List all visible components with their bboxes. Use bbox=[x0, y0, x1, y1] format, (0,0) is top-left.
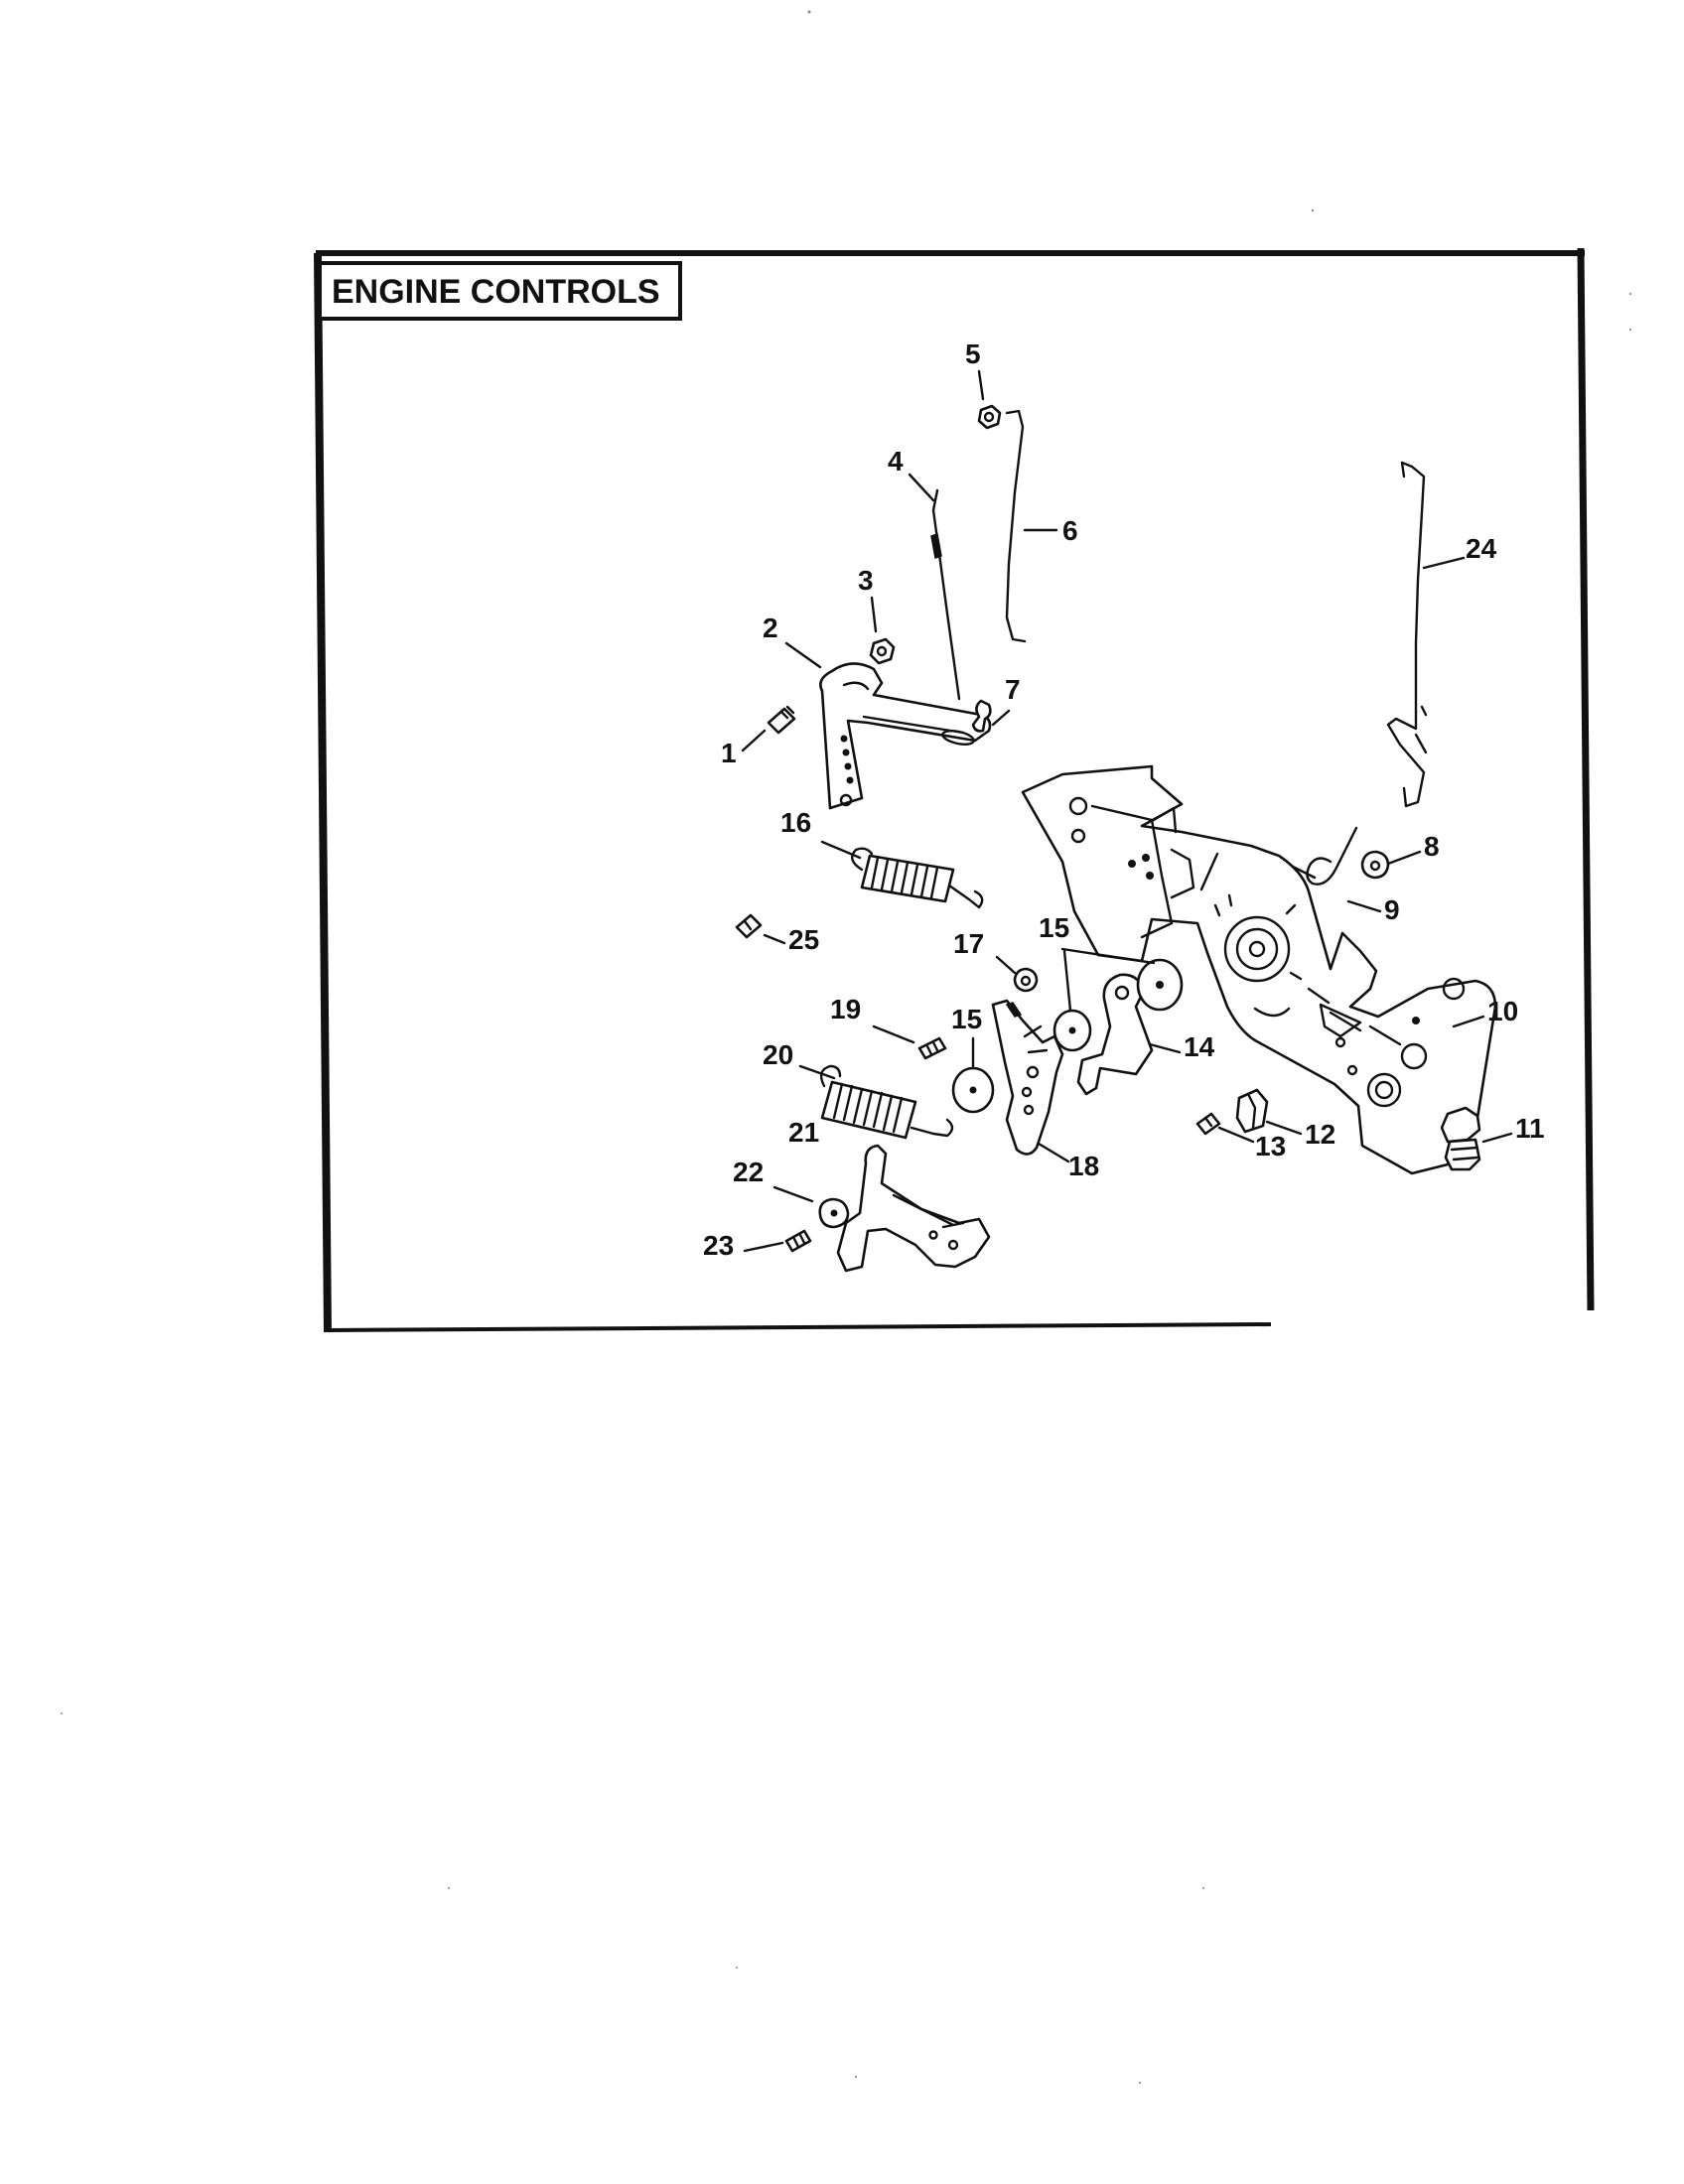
scan-specks bbox=[60, 10, 1632, 2085]
callout-6: 6 bbox=[1062, 515, 1078, 546]
diagram-title: ENGINE CONTROLS bbox=[332, 273, 660, 311]
callout-2: 2 bbox=[763, 613, 778, 643]
part-1-screw bbox=[767, 705, 796, 735]
part-19-screw bbox=[917, 1036, 947, 1060]
part-3-nut bbox=[869, 637, 896, 665]
callout-22: 22 bbox=[733, 1157, 764, 1187]
callout-12: 12 bbox=[1305, 1119, 1335, 1150]
callout-24: 24 bbox=[1466, 533, 1497, 564]
callout-17: 17 bbox=[953, 928, 984, 959]
part-14-lever-plate bbox=[1076, 973, 1154, 1096]
part-12-block bbox=[1235, 1088, 1269, 1134]
part-16-extension-spring bbox=[850, 847, 984, 909]
callout-16: 16 bbox=[780, 807, 811, 838]
callout-25: 25 bbox=[788, 924, 819, 955]
part-25-screw bbox=[735, 913, 763, 939]
part-22-washer bbox=[818, 1197, 850, 1229]
diagram-border bbox=[314, 247, 1595, 1333]
callout-3: 3 bbox=[858, 565, 874, 596]
callout-18: 18 bbox=[1068, 1151, 1099, 1181]
callout-5: 5 bbox=[965, 339, 981, 369]
part-15-washer-middle bbox=[1052, 1009, 1092, 1052]
callout-20: 20 bbox=[763, 1039, 793, 1070]
part-23-screw bbox=[784, 1229, 812, 1253]
part-24-rod bbox=[1386, 461, 1428, 808]
callout-7: 7 bbox=[1005, 674, 1021, 705]
part-2-lever-bracket bbox=[819, 662, 992, 810]
part-17-nut bbox=[1013, 967, 1039, 993]
callout-10: 10 bbox=[1487, 996, 1518, 1026]
callout-21: 21 bbox=[788, 1117, 819, 1148]
part-13-screw bbox=[1195, 1112, 1221, 1136]
callout-19: 19 bbox=[830, 994, 861, 1024]
callout-14: 14 bbox=[1184, 1031, 1215, 1062]
part-18-governor-lever bbox=[991, 999, 1064, 1156]
title-box: ENGINE CONTROLS bbox=[318, 261, 682, 321]
callout-1: 1 bbox=[721, 738, 737, 768]
part-7-clip bbox=[971, 699, 992, 733]
callout-8: 8 bbox=[1424, 831, 1440, 862]
leader-lines bbox=[741, 369, 1513, 1253]
callout-labels: 1 2 3 4 5 6 7 8 9 10 11 12 13 14 15 15 1… bbox=[703, 339, 1545, 1261]
callout-23: 23 bbox=[703, 1230, 734, 1261]
part-11-hex-bolt bbox=[1440, 1106, 1481, 1171]
part-10-main-bracket bbox=[1021, 764, 1497, 1175]
part-15-washer-right bbox=[1136, 958, 1184, 1012]
part-8-nut bbox=[1360, 850, 1390, 880]
part-4-link-rod bbox=[930, 488, 961, 701]
callout-9: 9 bbox=[1384, 894, 1400, 925]
callout-11: 11 bbox=[1515, 1113, 1545, 1144]
callout-4: 4 bbox=[888, 446, 904, 477]
part-6-control-rod bbox=[1005, 409, 1027, 643]
part-20-extension-spring bbox=[819, 1064, 954, 1140]
part-5-nut bbox=[977, 404, 1002, 430]
callout-13: 13 bbox=[1255, 1131, 1286, 1161]
callout-15-left: 15 bbox=[951, 1004, 982, 1034]
part-21-lever bbox=[836, 1144, 991, 1273]
callout-15-right: 15 bbox=[1039, 912, 1069, 943]
part-15-washer-left bbox=[951, 1066, 995, 1114]
